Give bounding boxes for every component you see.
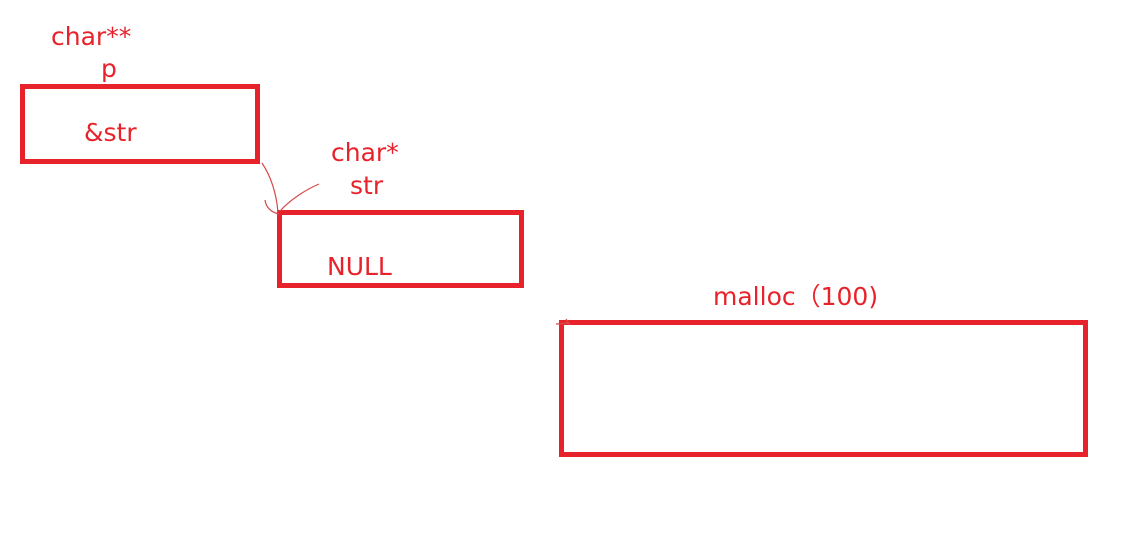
heap-block-label: malloc（100) (713, 282, 879, 311)
heap-block-box (559, 320, 1088, 457)
str-value: NULL (327, 252, 392, 281)
str-name-label: str (350, 171, 384, 200)
str-type-label: char* (331, 138, 399, 167)
str-box (277, 210, 524, 288)
p-value: &str (84, 118, 137, 147)
p-type-label: char** (51, 22, 132, 51)
p-name-label: p (101, 54, 117, 83)
arrow-head-right-stroke (279, 183, 320, 212)
pointer-arrow-stroke (261, 162, 279, 213)
p-box (20, 84, 260, 164)
